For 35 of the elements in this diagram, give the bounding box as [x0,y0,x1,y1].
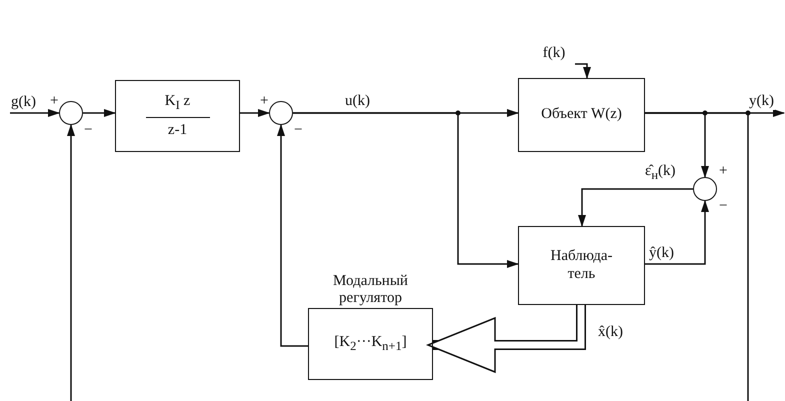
edge-label: g(k) [10,94,37,110]
edge-label: u(k) [344,93,371,110]
summing-junction [269,101,293,125]
signal-line [645,112,749,401]
block-text: [K$_{2}$···K$_{n+1}$] [334,334,407,354]
sign-label: − [84,123,92,138]
double-line-arrow [427,305,586,373]
block-text: Наблюда-тель [550,248,614,283]
arrow [277,124,308,347]
denominator-text: z-1 [168,122,188,140]
arrow [67,124,75,401]
sign-label: − [719,199,728,214]
sign-label: + [50,94,58,109]
arrow [578,188,693,227]
arrow [575,63,591,79]
block-text: Объект W(z) [541,106,622,124]
sign-label: + [260,94,268,109]
plant-block [518,78,645,152]
numerator-text: K$_{I}$ z [164,92,190,112]
arrow [240,109,270,117]
observer-block [518,226,645,305]
block-caption: Модальный регулятор [332,273,409,306]
signal-name: f(k) [542,45,566,63]
edge-label: y(k) [748,93,775,110]
sign-label: − [294,123,302,138]
arrow [10,109,60,117]
summing-junction [59,101,83,125]
edge-label: ŷ(k) [648,245,675,262]
arrow [645,200,709,265]
arrow [83,109,116,117]
transfer-function-block [115,80,240,152]
sign-label: + [719,164,728,179]
edge-label: x̂(k) [597,324,624,340]
arrow [293,112,519,268]
summing-junction [693,177,717,201]
